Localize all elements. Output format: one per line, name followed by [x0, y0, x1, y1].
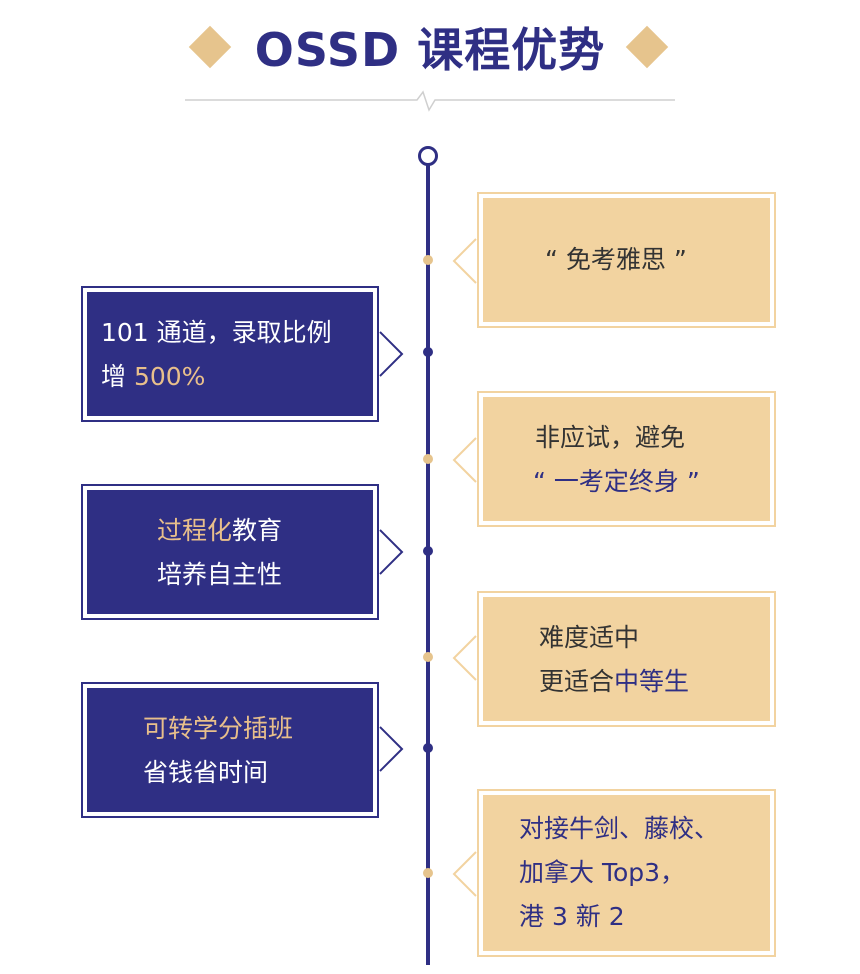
advantage-card-moderate-difficulty: 难度适中 更适合中等生: [477, 591, 776, 727]
timeline-dot: [423, 546, 433, 556]
card-highlight: 对接牛剑、藤校、: [519, 814, 720, 843]
arrow-left-icon: [452, 851, 477, 897]
card-highlight: 过程化: [157, 516, 233, 545]
advantage-card-process-education: 过程化教育 培养自主性: [81, 484, 379, 620]
page-title: OSSD 课程优势: [254, 23, 606, 77]
card-line: 教育: [232, 516, 283, 545]
advantage-card-101-pathway: 101 通道，录取比例 增 500%: [81, 286, 379, 422]
timeline-dot: [423, 454, 433, 464]
arrow-right-icon: [379, 529, 404, 575]
arrow-left-icon: [452, 238, 477, 284]
header-divider: [185, 90, 675, 112]
timeline-dot: [423, 255, 433, 265]
card-line: 培养自主性: [157, 560, 283, 589]
arrow-left-icon: [452, 437, 477, 483]
card-line: 省钱省时间: [143, 758, 269, 787]
card-line: 101 通道，录取比例: [101, 318, 332, 347]
arrow-right-icon: [379, 331, 404, 377]
card-line: 更适合: [539, 667, 615, 696]
timeline-dot: [423, 347, 433, 357]
card-highlight: 加拿大 Top3，: [519, 858, 686, 887]
arrow-left-icon: [452, 635, 477, 681]
advantage-card-no-ielts: “ 免考雅思 ”: [477, 192, 776, 328]
card-highlight: 中等生: [614, 667, 690, 696]
header: OSSD 课程优势: [0, 0, 860, 100]
advantage-card-non-exam: 非应试，避免 “ 一考定终身 ”: [477, 391, 776, 527]
card-highlight: 500%: [133, 362, 206, 391]
card-line: 非应试，避免: [535, 423, 686, 452]
advantage-card-credit-transfer: 可转学分插班 省钱省时间: [81, 682, 379, 818]
card-highlight: “ 一考定终身 ”: [533, 467, 700, 496]
card-highlight: 港 3 新 2: [519, 902, 625, 931]
timeline-dot: [423, 868, 433, 878]
card-line: 难度适中: [539, 623, 640, 652]
card-line: 增: [101, 362, 134, 391]
timeline-start-icon: [418, 146, 438, 166]
arrow-right-icon: [379, 726, 404, 772]
advantage-card-top-universities: 对接牛剑、藤校、 加拿大 Top3， 港 3 新 2: [477, 789, 776, 957]
timeline-dot: [423, 743, 433, 753]
card-highlight: 可转学分插班: [143, 714, 294, 743]
timeline-dot: [423, 652, 433, 662]
card-line: “ 免考雅思 ”: [545, 245, 687, 274]
timeline-line: [426, 165, 430, 965]
